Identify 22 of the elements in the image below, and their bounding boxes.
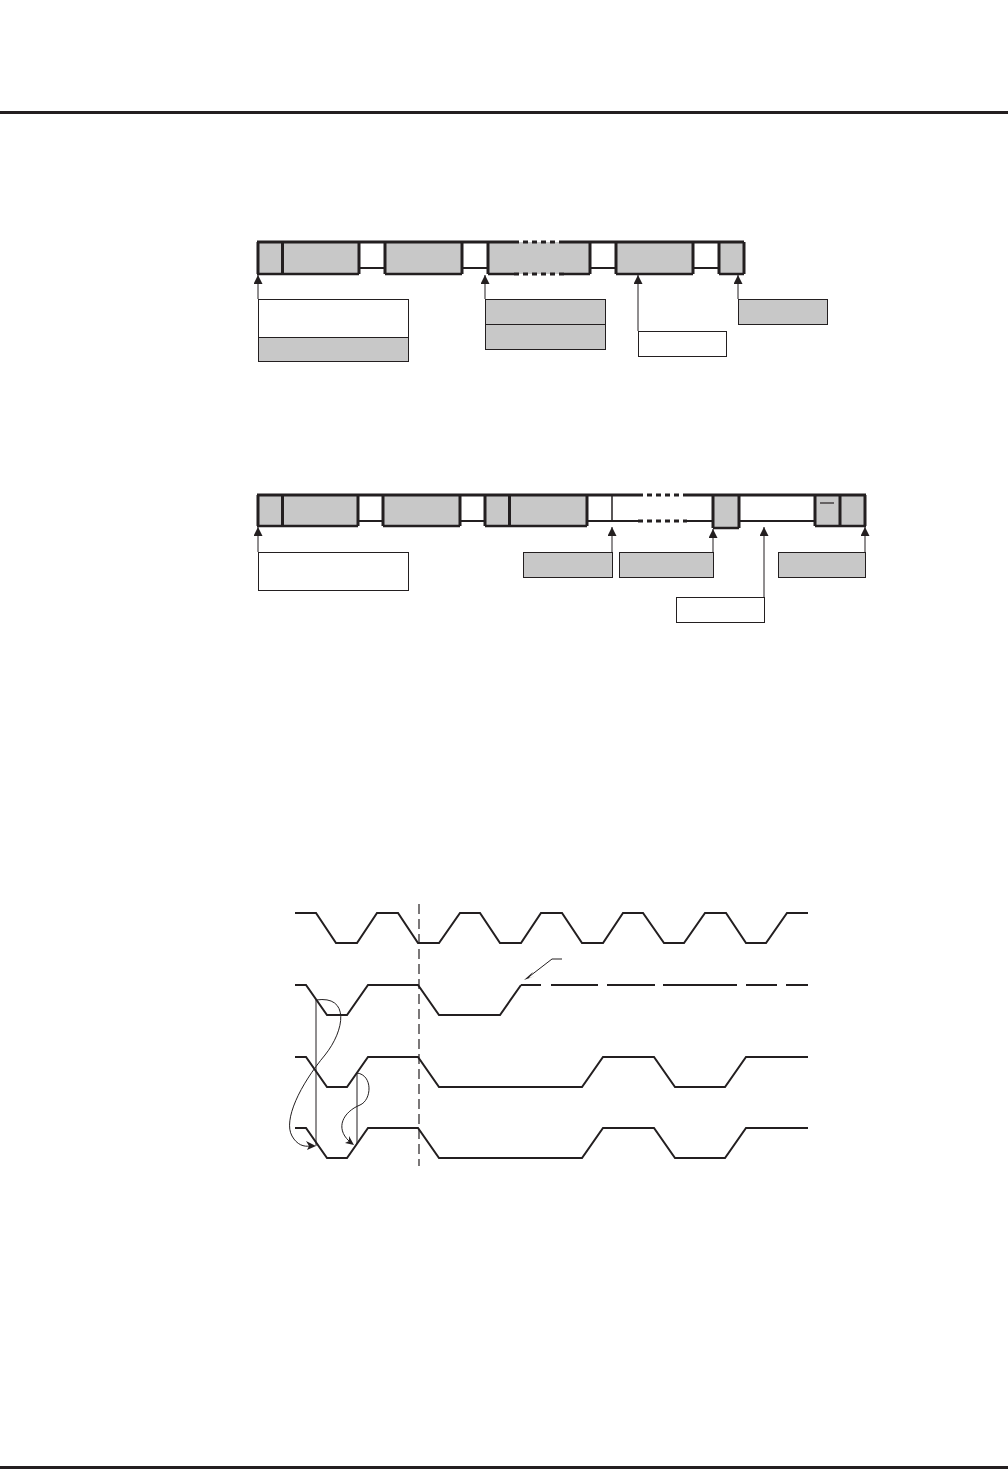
leader-arrow bbox=[480, 274, 490, 300]
empty-box bbox=[638, 331, 727, 357]
leader-arrow bbox=[759, 526, 769, 598]
empty-box bbox=[258, 337, 409, 362]
leader-arrow bbox=[253, 526, 263, 553]
empty-box bbox=[485, 324, 606, 350]
leader-arrow bbox=[633, 274, 643, 332]
frame-strip-drawing bbox=[255, 240, 746, 276]
leader-arrow bbox=[607, 526, 617, 553]
empty-box bbox=[258, 299, 409, 338]
frame-strip-drawing bbox=[255, 493, 867, 529]
leader-arrow bbox=[733, 274, 743, 300]
leader-arrow bbox=[253, 274, 263, 300]
empty-box bbox=[485, 299, 606, 325]
empty-box bbox=[619, 552, 714, 578]
empty-box bbox=[738, 299, 828, 325]
empty-box bbox=[676, 597, 765, 623]
leader-arrow bbox=[708, 528, 718, 553]
leader-arrow bbox=[860, 526, 870, 553]
empty-box bbox=[778, 552, 866, 578]
empty-box bbox=[258, 552, 409, 591]
empty-box bbox=[523, 552, 613, 578]
